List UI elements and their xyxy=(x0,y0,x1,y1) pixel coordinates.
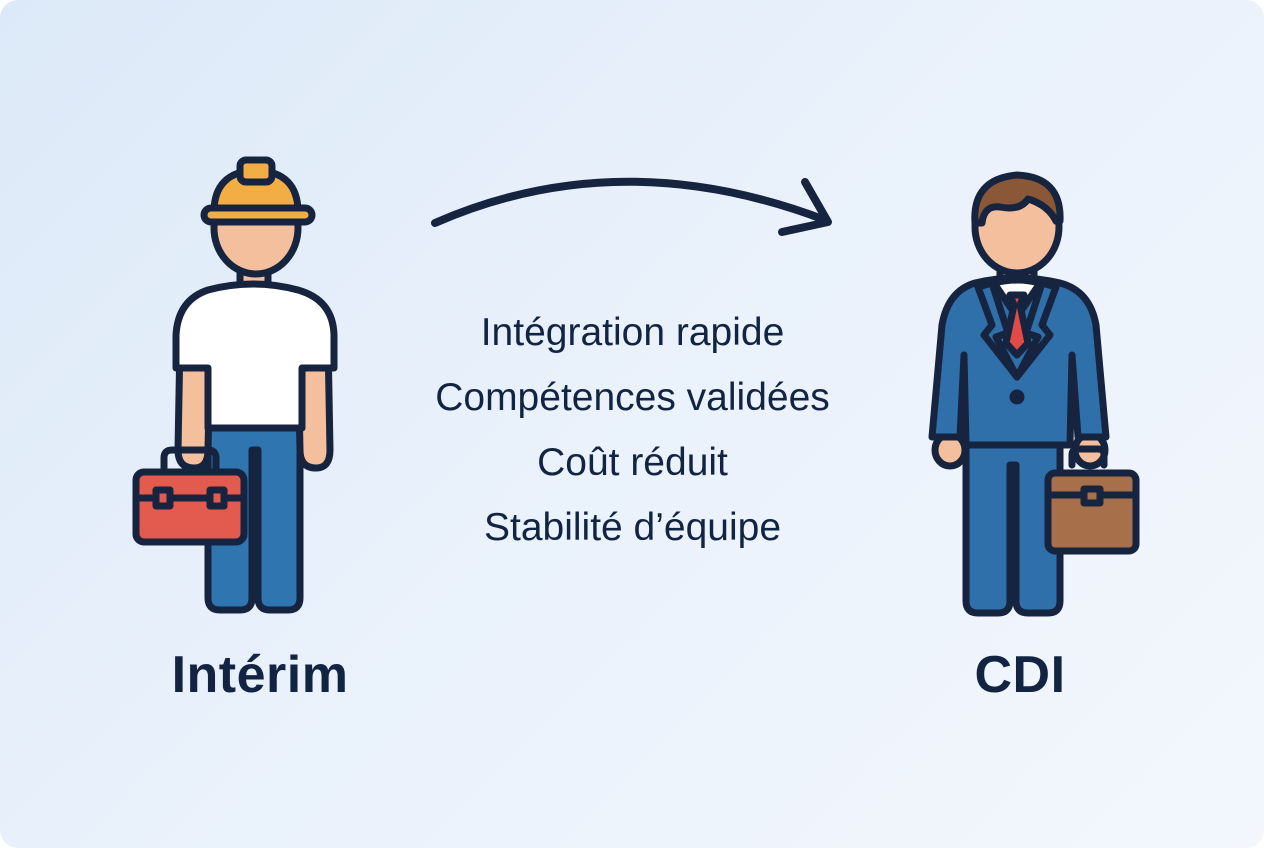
toolbox-latch-right xyxy=(206,486,228,510)
curved-arrow-right-icon xyxy=(420,160,850,255)
worker-shirt xyxy=(172,280,338,432)
briefcase-clasp xyxy=(1080,485,1104,507)
arrow-head xyxy=(778,178,832,236)
worker-right-arm xyxy=(294,336,334,472)
businessman-hair xyxy=(971,171,1064,227)
toolbox-body xyxy=(132,468,248,546)
businessman-lapel-left xyxy=(974,279,1021,381)
left-role-label: Intérim xyxy=(171,646,349,704)
businessman-icon xyxy=(920,165,1150,620)
businessman-tie xyxy=(1002,291,1032,359)
curved-arrow-svg xyxy=(431,177,832,236)
benefits-list: Intégration rapide Compétences validées … xyxy=(400,300,865,560)
businessman-svg xyxy=(928,171,1140,617)
businessman-trousers xyxy=(962,431,1064,617)
benefit-item: Compétences validées xyxy=(435,376,830,419)
briefcase-handle xyxy=(1068,445,1108,469)
toolbox-handle xyxy=(160,446,220,476)
worker-helmet-top xyxy=(236,156,276,186)
worker-left-arm xyxy=(174,336,214,472)
right-role-label: CDI xyxy=(974,646,1066,704)
construction-worker-icon xyxy=(128,150,353,620)
toolbox-latch-left xyxy=(152,486,174,510)
benefit-item: Intégration rapide xyxy=(480,311,785,354)
businessman-lapel-right xyxy=(1013,279,1060,381)
benefit-item: Stabilité d’équipe xyxy=(483,506,782,549)
briefcase-body xyxy=(1044,469,1140,555)
benefit-item: Coût réduit xyxy=(537,441,728,484)
worker-helmet-brim xyxy=(200,204,316,226)
construction-worker-svg xyxy=(132,156,338,614)
jacket-button xyxy=(1009,389,1025,405)
arrow-curve xyxy=(431,177,829,227)
